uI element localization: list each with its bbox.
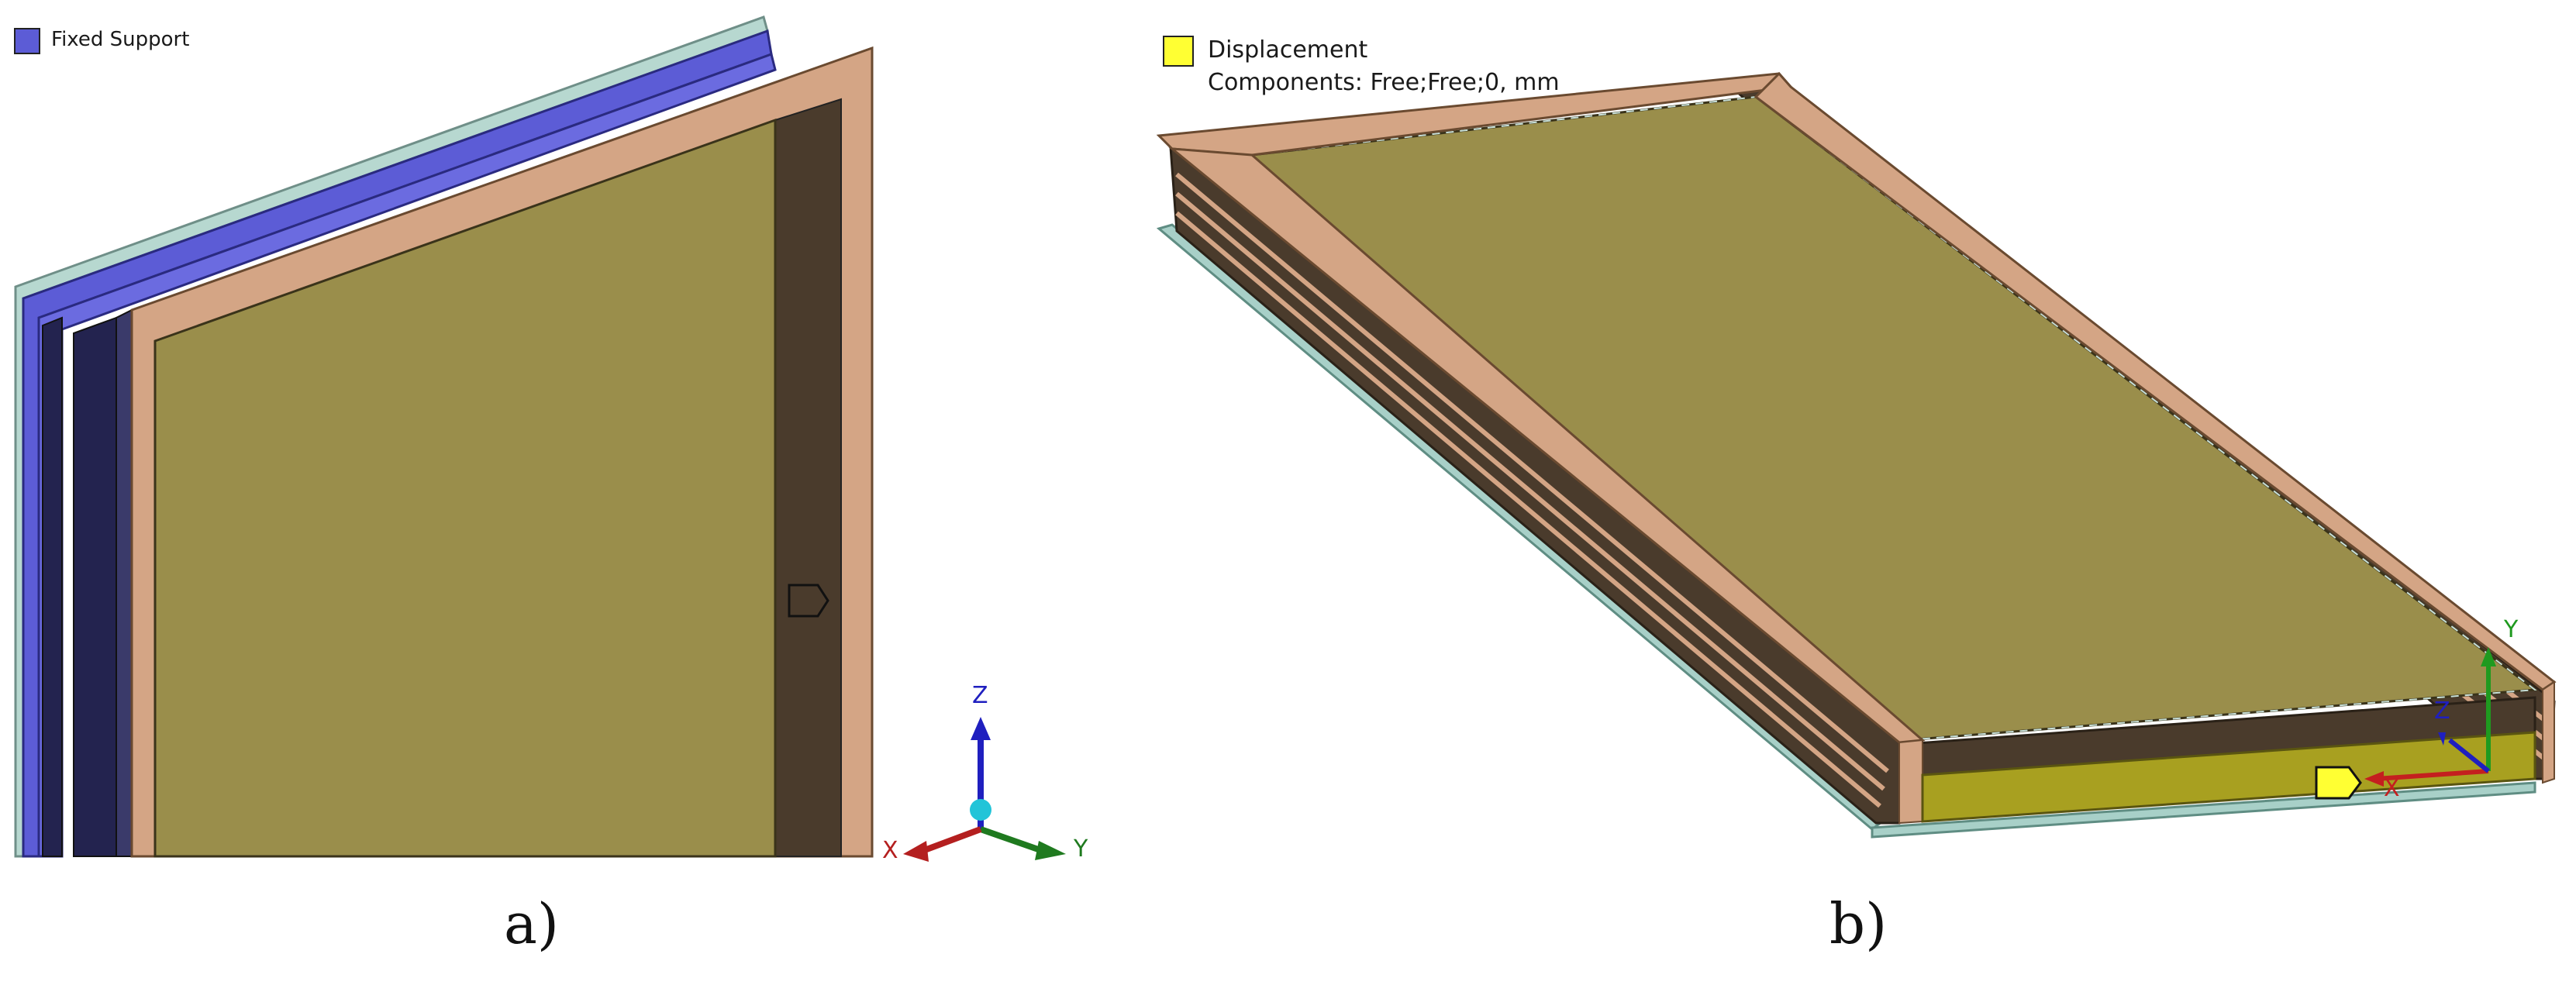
displacement-swatch [1163, 36, 1194, 67]
plate-face [153, 118, 777, 858]
panel-b-model-view [1156, 71, 2557, 839]
x-axis-label: X [2384, 775, 2400, 802]
displacement-legend-label: Displacement [1208, 36, 1368, 64]
marker-pentagon [788, 584, 829, 618]
displacement-legend: Displacement Components: Free;Free;0, mm [1163, 34, 1560, 99]
right-end-caps [2542, 680, 2555, 784]
left-wall-stripe-1 [1175, 172, 1889, 773]
y-axis-label: Y [1074, 835, 1088, 863]
panel-a: Fixed Support Z Y X a) [0, 0, 1101, 985]
dark-side-face-1 [42, 316, 63, 857]
displacement-legend-detail: Components: Free;Free;0, mm [1208, 69, 1560, 96]
bottom-edge-strip-front [1871, 781, 2536, 839]
coordinate-triad [2364, 647, 2496, 787]
panel-b-caption: b) [1829, 891, 1888, 956]
dark-side-face-2 [73, 316, 117, 857]
panel-a-caption: a) [504, 891, 560, 956]
left-wall-stripe-3 [1175, 211, 1881, 808]
panel-a-model-view [14, 15, 1066, 862]
fixed-support-legend-label: Fixed Support [51, 28, 190, 51]
fixed-support-legend: Fixed Support [14, 28, 189, 54]
plate-dashed-edge [1251, 95, 2537, 742]
displacement-face [1921, 731, 2536, 823]
panel-b: Displacement Components: Free;Free;0, mm… [1116, 0, 2576, 985]
dark-side-face-3 [116, 308, 133, 857]
dark-inner-frame-side [774, 98, 842, 857]
coordinate-triad [903, 717, 1066, 862]
y-axis-label: Y [2504, 616, 2519, 643]
front-end-caps [1898, 739, 1923, 825]
x-axis-label: X [882, 837, 898, 864]
fixed-support-swatch [14, 28, 40, 54]
z-axis-label: Z [2434, 697, 2450, 725]
z-axis-label: Z [972, 682, 988, 709]
left-wall-stripe-2 [1175, 191, 1885, 791]
displacement-marker [2315, 766, 2362, 800]
